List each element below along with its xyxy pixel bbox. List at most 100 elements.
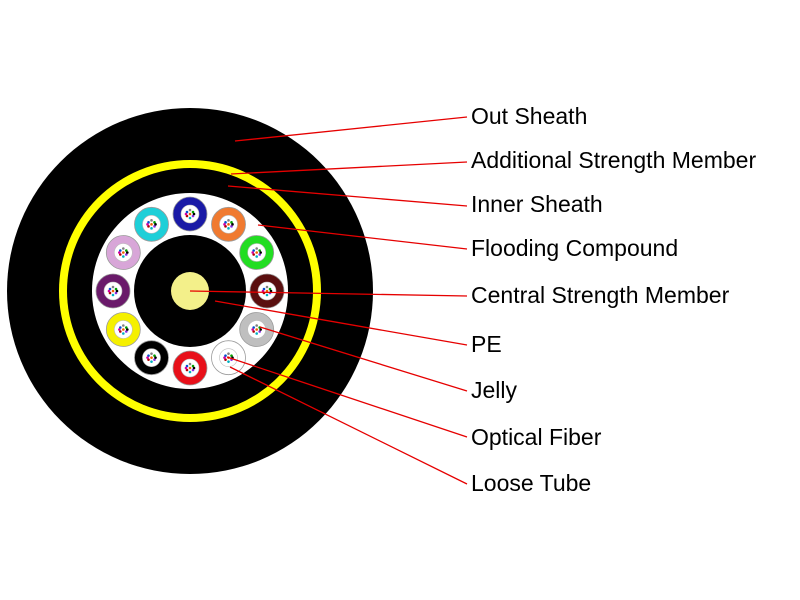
optical-fiber bbox=[227, 352, 230, 355]
optical-fiber-bundle bbox=[223, 219, 234, 230]
optical-fiber bbox=[154, 356, 157, 359]
leader-additional-strength-member bbox=[230, 161, 468, 175]
optical-fiber bbox=[184, 366, 188, 370]
optical-fiber bbox=[258, 330, 261, 333]
optical-fiber bbox=[269, 289, 273, 293]
optical-fiber bbox=[153, 358, 156, 361]
optical-fiber-bundle bbox=[146, 352, 157, 363]
optical-fiber bbox=[150, 360, 153, 363]
loose-tube bbox=[134, 206, 169, 242]
optical-fiber bbox=[114, 291, 118, 295]
optical-fiber bbox=[231, 223, 234, 226]
loose-tube bbox=[249, 273, 285, 309]
leader-central-strength-member bbox=[189, 290, 468, 297]
optical-fiber bbox=[118, 328, 121, 331]
label-inner-sheath: Inner Sheath bbox=[471, 191, 603, 217]
optical-fiber bbox=[255, 332, 258, 335]
leader-inner-sheath bbox=[227, 185, 468, 207]
optical-fiber-bundle bbox=[184, 362, 196, 374]
optical-fiber bbox=[122, 247, 125, 250]
optical-fiber bbox=[122, 251, 125, 254]
optical-fiber bbox=[122, 324, 125, 327]
optical-fiber bbox=[252, 249, 255, 252]
optical-fiber bbox=[252, 253, 255, 256]
optical-fiber bbox=[258, 253, 261, 256]
optical-fiber bbox=[259, 251, 262, 254]
optical-fiber bbox=[119, 249, 122, 252]
optical-fiber bbox=[147, 358, 150, 361]
labels: Out Sheath Additional Strength Member In… bbox=[471, 103, 756, 496]
optical-fiber bbox=[262, 287, 266, 291]
loose-tube bbox=[95, 273, 131, 309]
label-additional-strength-member: Additional Strength Member bbox=[471, 147, 756, 173]
optical-fiber-bundle bbox=[118, 247, 129, 258]
optical-fiber bbox=[185, 214, 189, 218]
label-flooding-compound: Flooding Compound bbox=[471, 235, 678, 261]
optical-fiber bbox=[191, 368, 195, 372]
optical-fiber bbox=[227, 227, 230, 230]
optical-fiber bbox=[188, 212, 192, 216]
optical-fiber bbox=[114, 287, 118, 291]
optical-fiber bbox=[255, 324, 258, 327]
optical-fiber bbox=[184, 212, 188, 216]
optical-fiber bbox=[126, 251, 129, 254]
leader-lines bbox=[189, 116, 468, 485]
optical-fiber bbox=[150, 219, 153, 222]
optical-fiber bbox=[185, 368, 189, 372]
optical-fiber bbox=[119, 330, 122, 333]
optical-fiber bbox=[107, 289, 111, 293]
optical-fiber bbox=[191, 364, 195, 368]
optical-fiber bbox=[126, 328, 129, 331]
optical-fiber bbox=[223, 223, 226, 226]
optical-fiber bbox=[119, 326, 122, 329]
optical-fiber bbox=[265, 289, 269, 293]
optical-fiber bbox=[150, 356, 153, 359]
optical-fiber bbox=[192, 366, 196, 370]
optical-fiber bbox=[122, 255, 125, 258]
optical-fiber bbox=[265, 285, 269, 289]
optical-fiber bbox=[150, 352, 153, 355]
optical-fiber bbox=[191, 210, 195, 214]
optical-fiber-bundle bbox=[261, 285, 273, 297]
optical-fiber bbox=[224, 221, 227, 224]
optical-fiber bbox=[230, 354, 233, 357]
optical-fiber bbox=[125, 253, 128, 256]
optical-fiber bbox=[255, 247, 258, 250]
optical-fiber bbox=[265, 293, 269, 297]
optical-fiber bbox=[255, 255, 258, 258]
optical-fiber bbox=[150, 223, 153, 226]
loose-tube bbox=[105, 312, 141, 347]
loose-tube bbox=[239, 312, 275, 347]
optical-fiber bbox=[192, 212, 196, 216]
optical-fiber bbox=[188, 216, 192, 220]
optical-fiber bbox=[111, 285, 115, 289]
optical-fiber bbox=[125, 330, 128, 333]
leader-out-sheath bbox=[234, 116, 468, 142]
optical-fiber bbox=[227, 223, 230, 226]
optical-fiber bbox=[108, 291, 112, 295]
optical-fiber bbox=[251, 251, 254, 254]
optical-fiber bbox=[146, 223, 149, 226]
optical-fiber bbox=[268, 287, 272, 291]
optical-fiber bbox=[255, 328, 258, 331]
leader-loose-tube bbox=[229, 366, 468, 485]
loose-tube bbox=[134, 340, 169, 376]
optical-fiber bbox=[108, 287, 112, 291]
optical-fiber bbox=[111, 289, 115, 293]
optical-fiber bbox=[255, 251, 258, 254]
optical-fiber bbox=[188, 370, 192, 374]
loose-tube bbox=[105, 235, 141, 270]
optical-fiber bbox=[122, 328, 125, 331]
optical-fiber bbox=[261, 289, 265, 293]
optical-fiber bbox=[224, 225, 227, 228]
label-central-strength-member: Central Strength Member bbox=[471, 282, 730, 308]
optical-fiber bbox=[188, 366, 192, 370]
optical-fiber bbox=[154, 223, 157, 226]
optical-fiber bbox=[125, 249, 128, 252]
loose-tubes-group bbox=[95, 196, 285, 386]
leader-jelly bbox=[259, 326, 468, 392]
optical-fiber bbox=[118, 251, 121, 254]
loose-tube bbox=[172, 350, 208, 386]
loose-tube bbox=[172, 196, 208, 232]
